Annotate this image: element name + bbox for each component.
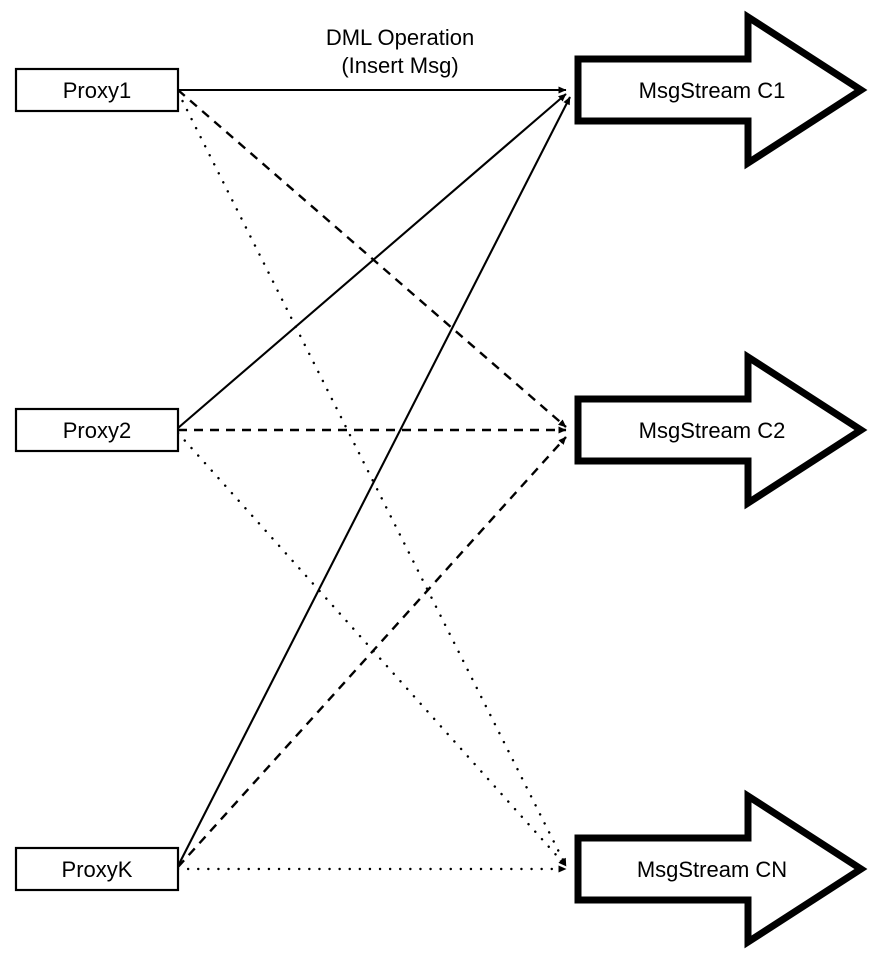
msgstream-c2-label: MsgStream C2: [639, 418, 786, 443]
msgstream-node-c2[interactable]: MsgStream C2: [574, 350, 868, 510]
proxy1-box[interactable]: [14, 67, 180, 113]
link-proxyk-to-c1: [177, 96, 571, 867]
edge-annotation-group: DML Operation (Insert Msg): [326, 25, 474, 78]
proxy-node-proxy2[interactable]: Proxy2: [14, 407, 180, 453]
proxyk-box[interactable]: [14, 846, 180, 892]
link-proxy2-to-c1: [177, 93, 567, 429]
proxyk-label: ProxyK: [62, 857, 133, 882]
msgstream-node-c1[interactable]: MsgStream C1: [574, 10, 868, 170]
link-proxy2-to-cn: [176, 431, 568, 868]
link-proxyk-to-c2: [177, 436, 567, 868]
msgstream-cn-label: MsgStream CN: [637, 857, 787, 882]
msgstream-cn-arrow-shape[interactable]: [574, 789, 868, 949]
annotation-line-1: DML Operation: [326, 25, 474, 50]
link-proxy1-to-c2: [177, 89, 567, 428]
proxy-node-proxyk[interactable]: ProxyK: [14, 846, 180, 892]
proxy-node-proxy1[interactable]: Proxy1: [14, 67, 180, 113]
proxy1-label: Proxy1: [63, 78, 131, 103]
annotation-line-2: (Insert Msg): [341, 53, 458, 78]
proxy2-label: Proxy2: [63, 418, 131, 443]
msgstream-c1-label: MsgStream C1: [639, 78, 786, 103]
proxy2-box[interactable]: [14, 407, 180, 453]
edge-layer: [176, 86, 571, 873]
msgstream-node-cn[interactable]: MsgStream CN: [574, 789, 868, 949]
msgstream-c1-arrow-shape[interactable]: [574, 10, 868, 170]
msgstream-c2-arrow-shape[interactable]: [574, 350, 868, 510]
